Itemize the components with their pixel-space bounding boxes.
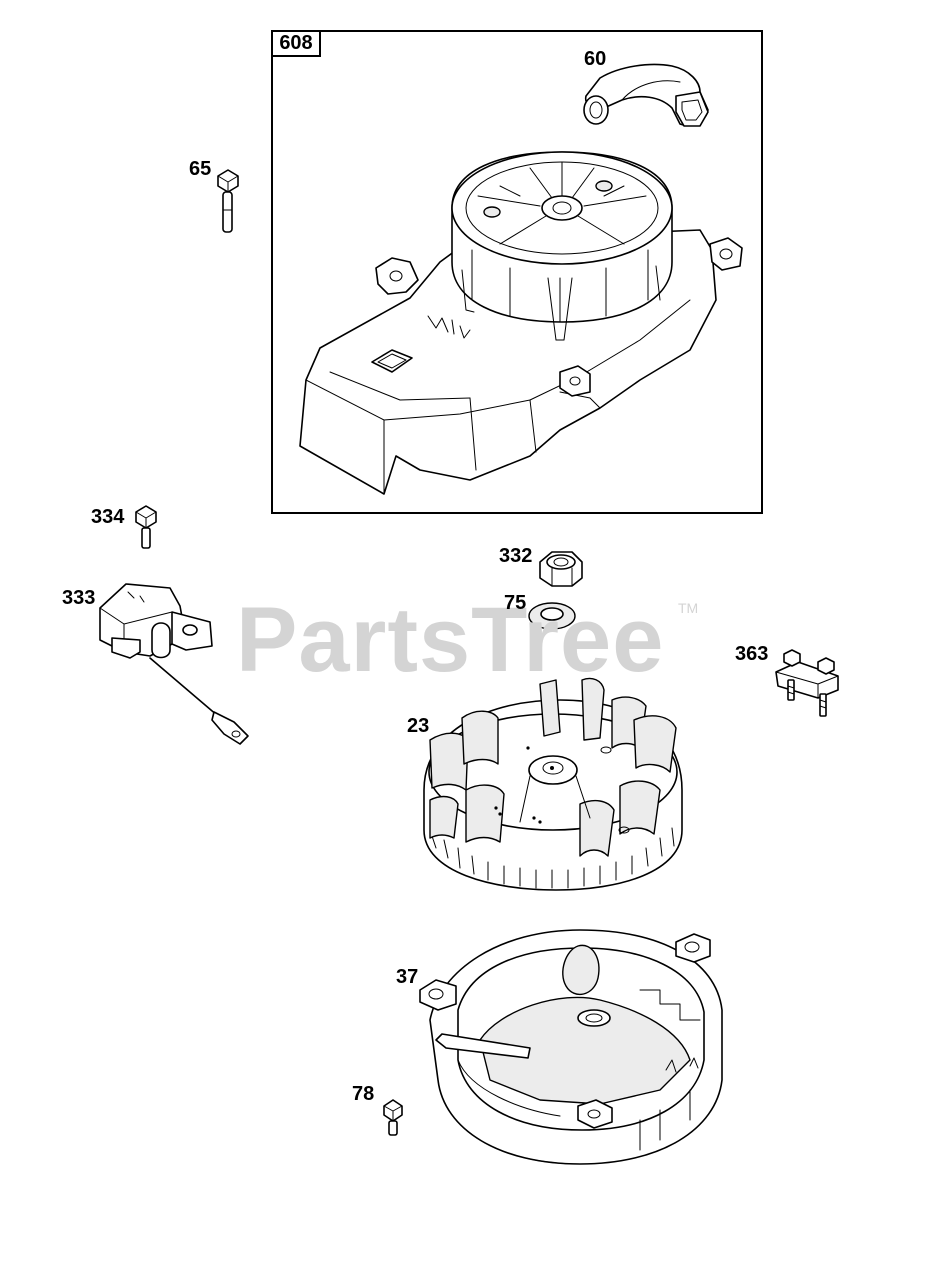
assembly-group-box [271, 30, 763, 514]
starter-handle-drawing[interactable] [583, 63, 709, 127]
callout-75[interactable]: 75 [504, 592, 527, 614]
callout-334[interactable]: 334 [91, 506, 125, 528]
callout-65[interactable]: 65 [189, 158, 212, 180]
nut-332-drawing[interactable] [539, 551, 583, 587]
blower-housing-drawing[interactable] [419, 929, 723, 1165]
callout-37[interactable]: 37 [396, 966, 419, 988]
bracket-363-drawing[interactable] [775, 649, 839, 717]
rewind-starter-drawing[interactable] [299, 151, 743, 495]
callout-60[interactable]: 60 [584, 48, 607, 70]
flywheel-drawing[interactable] [423, 677, 683, 891]
group-callout-608[interactable]: 608 [271, 30, 321, 57]
watermark-trademark: TM [678, 600, 699, 616]
callout-363[interactable]: 363 [735, 643, 769, 665]
callout-333[interactable]: 333 [62, 587, 96, 609]
callout-23[interactable]: 23 [407, 715, 430, 737]
screw-65-drawing[interactable] [217, 169, 239, 233]
ignition-armature-drawing[interactable] [99, 583, 249, 745]
screw-78-drawing[interactable] [383, 1099, 403, 1136]
screw-334-drawing[interactable] [135, 505, 157, 549]
washer-75-drawing[interactable] [528, 602, 576, 630]
callout-78[interactable]: 78 [352, 1083, 375, 1105]
callout-332[interactable]: 332 [499, 545, 533, 567]
